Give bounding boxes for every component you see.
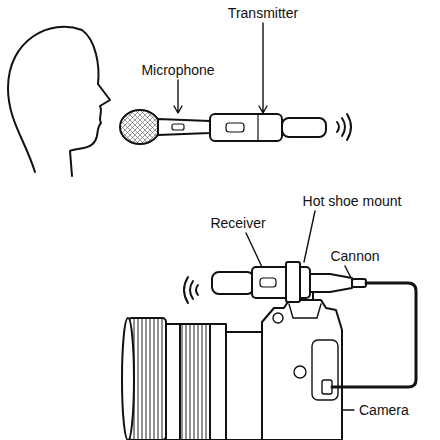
part-label: Microphone [139,62,216,78]
part-label: Camera [357,402,411,418]
transmitter-seam [257,114,258,141]
head-profile [8,27,110,176]
camera-prism [289,304,321,318]
part-label: Transmitter [226,5,300,21]
transmitter-badge [226,123,244,132]
receiver-badge [260,278,276,287]
lens-ring [180,324,210,440]
lens-mount [226,332,264,440]
receiver-clamp [286,262,300,302]
receiver-body [252,267,310,298]
part-label: Receiver [208,215,267,231]
microphone-handle [158,119,210,135]
lens-rim [122,318,134,440]
audio-cable [332,283,416,387]
cannon-tip [352,279,366,287]
microphone-head [120,110,160,144]
transmitter-tip [282,118,326,137]
camera-body [262,300,342,440]
camera-grip [312,340,338,400]
signal-waves [337,114,351,140]
part-label: Hot shoe mount [301,193,404,209]
transmitter-body [210,114,282,141]
cannon-plug [310,274,352,292]
receiver-cap [212,272,254,294]
camera-button [294,366,306,378]
signal-waves [184,277,198,303]
part-label: Cannon [328,248,381,264]
microphone-badge [172,124,184,130]
camera-dial [273,313,283,323]
lens-barrel [166,324,226,440]
